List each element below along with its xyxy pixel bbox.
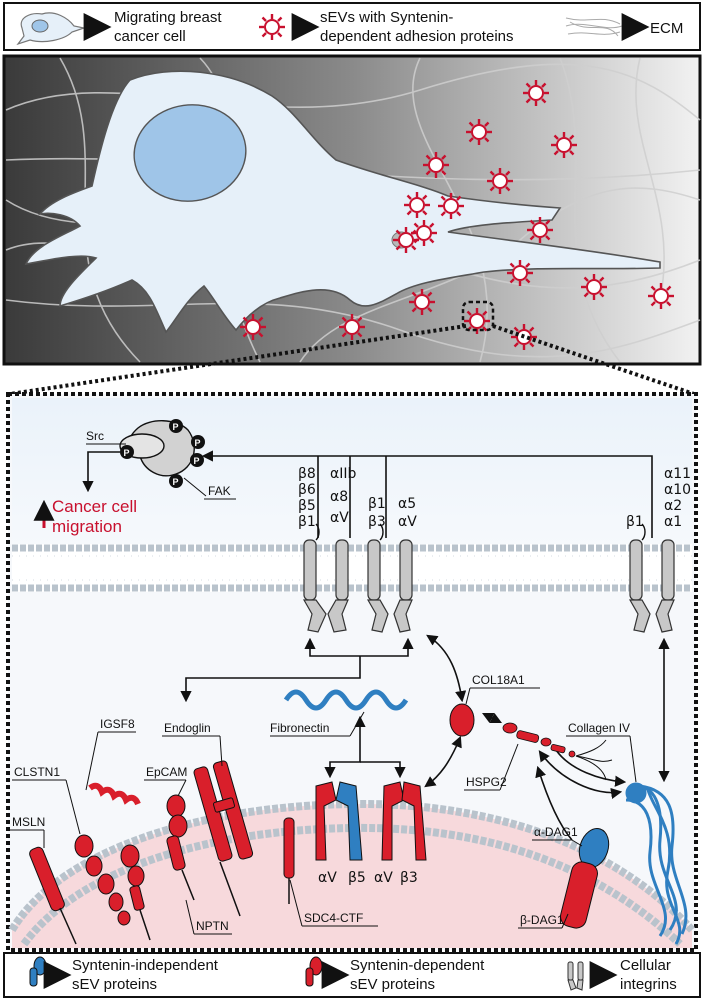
igsf8-label: IGSF8 — [100, 717, 135, 731]
integrin-labels: β8 β6 β5 β1 αIIb α8 αV β1 β3 α5 αV β1 α1… — [298, 466, 691, 530]
av-label-2: αV — [374, 870, 393, 886]
sev-legend-label-2: dependent adhesion proteins — [320, 28, 514, 45]
outcome-label-2: migration — [52, 517, 122, 536]
integrin-label: αV — [398, 514, 417, 530]
epcam-shape — [166, 794, 188, 871]
integrin-label: β5 — [298, 498, 316, 514]
integrin-label: αIIb — [330, 466, 356, 482]
fak-label: FAK — [208, 484, 231, 498]
phospho-label: P — [124, 448, 130, 458]
dep-legend-label-1: Syntenin-dependent — [350, 957, 485, 974]
integrin-label: α1 — [664, 514, 682, 530]
b5-label: β5 — [348, 870, 366, 886]
b-dag1-label: β-DAG1 — [520, 913, 564, 927]
cell-membrane — [12, 544, 692, 592]
epcam-label: EpCAM — [146, 765, 187, 779]
sev-legend-icon — [257, 12, 287, 42]
hspg2-shape — [502, 722, 576, 758]
b3-label: β3 — [400, 870, 418, 886]
integrin-label: β6 — [298, 482, 316, 498]
endoglin-label: Endoglin — [164, 721, 211, 735]
integrin-label: αV — [330, 510, 349, 526]
a-dag1-label: α-DAG1 — [534, 825, 578, 839]
av-label-1: αV — [318, 870, 337, 886]
syntenin-dependent-icon — [305, 956, 323, 987]
b-dag1-shape — [560, 861, 598, 929]
integrin-label: β1 — [626, 514, 644, 530]
signal-arrows — [82, 450, 653, 538]
detail-panel: P P P P P Src FAK Cancer cell migration … — [6, 392, 698, 952]
cell-legend-bottom-2: integrins — [620, 976, 677, 993]
hspg2-label: HSPG2 — [466, 775, 507, 789]
outcome-label-1: Cancer cell — [52, 497, 137, 516]
igsf8-shape — [88, 782, 141, 806]
integrin-label: α2 — [664, 498, 682, 514]
integrin-label: α10 — [664, 482, 691, 498]
ecm-legend-icon — [565, 17, 623, 37]
col18a1-shape — [449, 703, 475, 737]
collagen-iv-shape — [625, 782, 688, 945]
sev-legend-label-1: sEVs with Syntenin- — [320, 9, 453, 26]
cellular-integrins — [302, 539, 675, 633]
phospho-label: P — [173, 422, 179, 432]
integrin-label: β3 — [368, 514, 386, 530]
phospho-icons: P P P P P — [120, 419, 205, 488]
fibronectin-label: Fibronectin — [270, 721, 329, 735]
collagen4-label: Collagen IV — [568, 721, 630, 735]
sev-integrins — [315, 781, 427, 861]
hspg2-chains — [575, 739, 613, 781]
fak-src-complex: P P P P P Src FAK — [86, 419, 236, 500]
zoom-box — [461, 300, 495, 332]
cell-legend-label-1: Migrating breast — [114, 9, 222, 26]
msln-label: MSLN — [12, 815, 45, 829]
endoglin-shape — [193, 760, 254, 862]
integrin-label: α5 — [398, 496, 416, 512]
phospho-label: P — [195, 438, 201, 448]
cell-legend-icon — [16, 12, 87, 46]
integrin-label: α8 — [330, 489, 348, 505]
sdc4-shape — [283, 817, 295, 879]
integrin-label: β8 — [298, 466, 316, 482]
phospho-label: P — [194, 456, 200, 466]
phospho-label: P — [173, 477, 179, 487]
col18a1-label: COL18A1 — [472, 673, 525, 687]
top-legend: Migrating breast cancer cell sEVs with S… — [3, 2, 701, 51]
integrin-label: α11 — [664, 466, 691, 482]
cell-panel — [2, 54, 702, 366]
nucleus — [133, 104, 247, 202]
clstn1-label: CLSTN1 — [14, 765, 60, 779]
cell-legend-bottom-1: Cellular — [620, 957, 671, 974]
sdc4-label: SDC4-CTF — [304, 911, 363, 925]
cellular-integrin-icon — [567, 961, 584, 991]
clstn1-shape — [74, 834, 131, 926]
zoom-lines — [9, 324, 695, 396]
cell-legend-label-2: cancer cell — [114, 28, 186, 45]
indep-legend-label-2: sEV proteins — [72, 976, 157, 993]
integrin-label: β1 — [368, 496, 386, 512]
bottom-legend: Syntenin-independent sEV proteins Synten… — [3, 952, 701, 998]
integrin-label: β1 — [298, 514, 316, 530]
ecm-legend-label: ECM — [650, 20, 683, 37]
src-label: Src — [86, 429, 104, 443]
msln-shape — [29, 846, 65, 912]
dep-legend-label-2: sEV proteins — [350, 976, 435, 993]
indep-legend-label-1: Syntenin-independent — [72, 957, 219, 974]
interaction-arrows — [180, 634, 670, 841]
nptn-label: NPTN — [196, 919, 229, 933]
nptn-shape — [120, 844, 145, 911]
syntenin-independent-icon — [29, 956, 47, 987]
